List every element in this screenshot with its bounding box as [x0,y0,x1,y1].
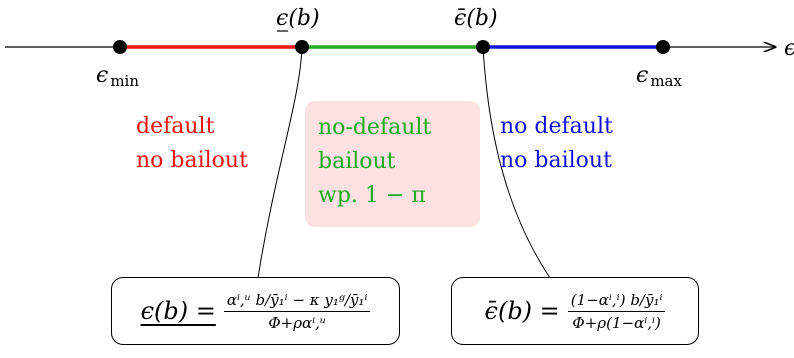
region-default-line2: no bailout [136,148,248,173]
point-epsilon-min [113,40,127,54]
region-default-text: default no bailout [136,110,248,178]
point-epsilon-max [656,40,670,54]
axis-variable-label: ϵ [784,36,794,61]
lower-threshold-formula-box: ϵ(b) = αⁱ,ᵘ b/ȳ₁ⁱ − κ y₁ᵍ/ȳ₁ⁱ Φ+ραⁱ,ᵘ [111,277,400,345]
upper-formula-numerator: (1−αⁱ,ⁱ) b/ȳ₁ⁱ [567,291,666,312]
bailout-region-shade [305,101,480,227]
region-no-bailout-line1: no default [500,114,613,139]
upper-threshold-label: ϵ̄(b) [454,6,498,31]
connector-lower [257,46,303,279]
region-bailout-line3: wp. 1 − π [318,183,426,208]
upper-threshold-formula: ϵ̄(b) = (1−αⁱ,ⁱ) b/ȳ₁ⁱ Φ+ρ(1−αⁱ,ⁱ) [485,291,666,332]
region-bailout-line2: bailout [318,149,396,174]
lower-formula-lhs: ϵ(b) = [140,297,216,325]
upper-formula-fraction: (1−αⁱ,ⁱ) b/ȳ₁ⁱ Φ+ρ(1−αⁱ,ⁱ) [567,291,666,332]
connector-upper [482,46,551,279]
lower-threshold-formula: ϵ(b) = αⁱ,ᵘ b/ȳ₁ⁱ − κ y₁ᵍ/ȳ₁ⁱ Φ+ραⁱ,ᵘ [141,291,371,332]
region-bailout-line1: no-default [318,115,432,140]
upper-formula-denominator: Φ+ρ(1−αⁱ,ⁱ) [572,313,661,332]
lower-formula-numerator: αⁱ,ᵘ b/ȳ₁ⁱ − κ y₁ᵍ/ȳ₁ⁱ [223,291,371,312]
lower-threshold-label: ϵ(b) [276,6,320,31]
upper-threshold-formula-box: ϵ̄(b) = (1−αⁱ,ⁱ) b/ȳ₁ⁱ Φ+ρ(1−αⁱ,ⁱ) [451,277,699,345]
upper-formula-lhs: ϵ̄(b) = [484,297,560,325]
lower-formula-fraction: αⁱ,ᵘ b/ȳ₁ⁱ − κ y₁ᵍ/ȳ₁ⁱ Φ+ραⁱ,ᵘ [223,291,371,332]
region-bailout-text: no-default bailout wp. 1 − π [318,111,431,213]
region-no-bailout-line2: no bailout [500,148,612,173]
lower-formula-denominator: Φ+ραⁱ,ᵘ [268,313,326,332]
region-no-bailout-text: no default no bailout [500,110,613,178]
region-default-line1: default [136,114,215,139]
